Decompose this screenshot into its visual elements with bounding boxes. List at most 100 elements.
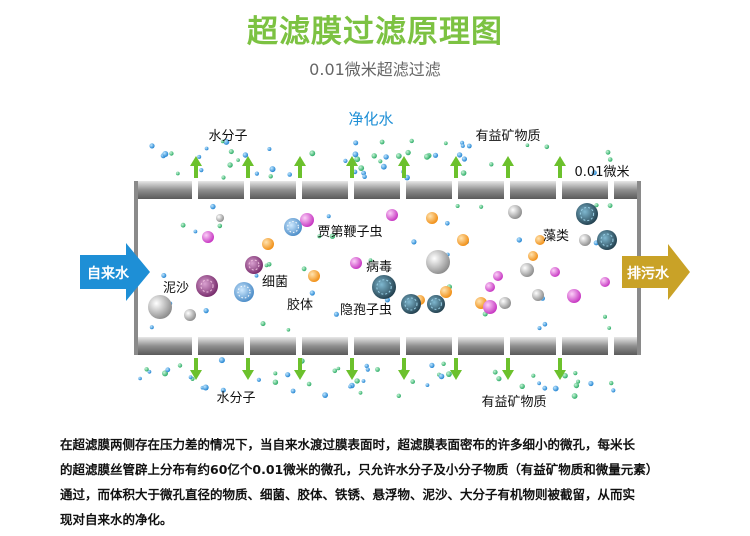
mineral-molecule xyxy=(519,383,525,389)
flow-down-arrow xyxy=(450,358,462,380)
water-molecule xyxy=(210,203,216,210)
mineral-molecule xyxy=(525,143,530,147)
mineral-molecule xyxy=(272,379,279,385)
mineral-molecule xyxy=(479,204,484,209)
flow-up-arrow xyxy=(346,156,358,178)
flow-down-arrow xyxy=(190,358,202,380)
water-molecule xyxy=(199,168,204,173)
bacteria-label: 细菌 xyxy=(262,275,288,290)
membrane-pore xyxy=(296,181,302,199)
mineral-molecule xyxy=(562,373,568,379)
water-molecule xyxy=(149,143,155,149)
water-molecule xyxy=(353,140,359,146)
flow-down-arrow xyxy=(294,358,306,380)
water-molecule xyxy=(537,326,542,331)
mineral-molecule xyxy=(260,321,266,327)
flow-up-arrow xyxy=(190,156,202,178)
mineral-molecule xyxy=(332,368,338,374)
water-molecule xyxy=(542,321,548,327)
cryptosporidium-particle xyxy=(401,294,421,314)
membrane-pore xyxy=(348,337,354,355)
mineral-molecule xyxy=(455,204,460,208)
purified-water-label: 净化水 xyxy=(348,110,393,128)
colloid-label: 胶体 xyxy=(287,297,313,313)
flow-up-arrow xyxy=(502,156,514,178)
flow-down-arrow xyxy=(242,358,254,380)
mineral-molecule xyxy=(496,376,502,382)
water-molecule xyxy=(542,385,548,391)
mineral-molecule xyxy=(236,158,240,162)
membrane-pore xyxy=(244,181,250,199)
water-molecule xyxy=(203,308,209,314)
colloid-particle xyxy=(457,234,469,246)
water-molecule xyxy=(161,273,167,278)
water-molecule xyxy=(242,152,249,158)
membrane-pore xyxy=(608,337,614,355)
membrane-pore xyxy=(296,337,302,355)
virus-particle xyxy=(300,213,314,227)
virus-particle xyxy=(202,231,214,243)
water-molecule xyxy=(361,379,366,383)
water-molecule xyxy=(466,143,472,149)
mineral-molecule xyxy=(405,149,411,156)
water-molecule xyxy=(411,239,417,245)
membrane-pore xyxy=(348,181,354,199)
sediment-particle xyxy=(508,205,522,219)
cryptosporidium-texture xyxy=(600,233,614,247)
sediment-label: 泥沙 xyxy=(163,281,189,296)
mineral-molecule xyxy=(162,370,168,377)
mineral-molecule xyxy=(220,139,225,144)
sediment-particle xyxy=(216,214,224,222)
water-molecule xyxy=(193,229,198,234)
sediment-particle xyxy=(520,263,534,277)
mineral-molecule xyxy=(301,266,307,272)
cryptosporidium-texture xyxy=(404,297,418,311)
flagellate-texture xyxy=(237,285,251,299)
mineral-molecule xyxy=(603,314,607,319)
mineral-molecule xyxy=(492,369,498,375)
mineral-molecule xyxy=(371,153,377,159)
water-molecule xyxy=(611,388,616,393)
bottom-water-molecule-label: 水分子 xyxy=(216,391,255,406)
water-molecule xyxy=(445,221,450,226)
sediment-particle xyxy=(579,234,591,246)
algae-label: 藻类 xyxy=(543,229,569,244)
flow-down-arrow xyxy=(346,358,358,380)
mineral-molecule xyxy=(375,367,380,372)
pore-size-label: 0.01微米 xyxy=(575,165,630,180)
cryptosporidium-particle xyxy=(427,295,445,313)
mineral-molecule xyxy=(221,175,226,180)
mineral-molecule xyxy=(460,170,467,176)
sediment-particle xyxy=(499,297,511,309)
water-molecule xyxy=(188,375,193,380)
mineral-molecule xyxy=(443,141,448,146)
water-molecule xyxy=(343,158,348,163)
flagellate-particle xyxy=(284,218,302,236)
water-molecule xyxy=(147,369,152,374)
virus-particle xyxy=(483,300,497,314)
water-molecule xyxy=(348,384,352,389)
water-molecule xyxy=(322,392,328,398)
water-molecule xyxy=(149,325,154,330)
mineral-molecule xyxy=(607,326,612,330)
water-molecule xyxy=(202,384,209,391)
flow-up-arrow xyxy=(294,156,306,178)
membrane-pore xyxy=(452,337,458,355)
description-line-1: 在超滤膜两侧存在压力差的情况下，当自来水渡过膜表面时，超滤膜表面密布的许多细小的… xyxy=(60,437,636,452)
inlet-arrow: 自来水 xyxy=(80,243,150,301)
mineral-molecule xyxy=(573,371,578,376)
mineral-molecule xyxy=(309,150,316,157)
cryptosporidium-texture xyxy=(430,298,442,310)
flow-down-arrow xyxy=(398,358,410,380)
cryptosporidium-particle xyxy=(576,203,598,225)
mineral-molecule xyxy=(264,263,269,268)
ultrafiltration-diagram: 自来水 排污水 净化水 水分子 有益矿物质 0.01微米 水分子 有益矿物质 泥… xyxy=(80,110,690,410)
water-molecule xyxy=(290,388,296,394)
water-molecule xyxy=(165,367,171,373)
mineral-molecule xyxy=(571,393,578,399)
water-molecule xyxy=(254,171,259,176)
water-molecule xyxy=(204,146,209,151)
water-molecule xyxy=(254,273,259,278)
mineral-molecule xyxy=(144,367,149,372)
colloid-particle xyxy=(440,286,452,298)
